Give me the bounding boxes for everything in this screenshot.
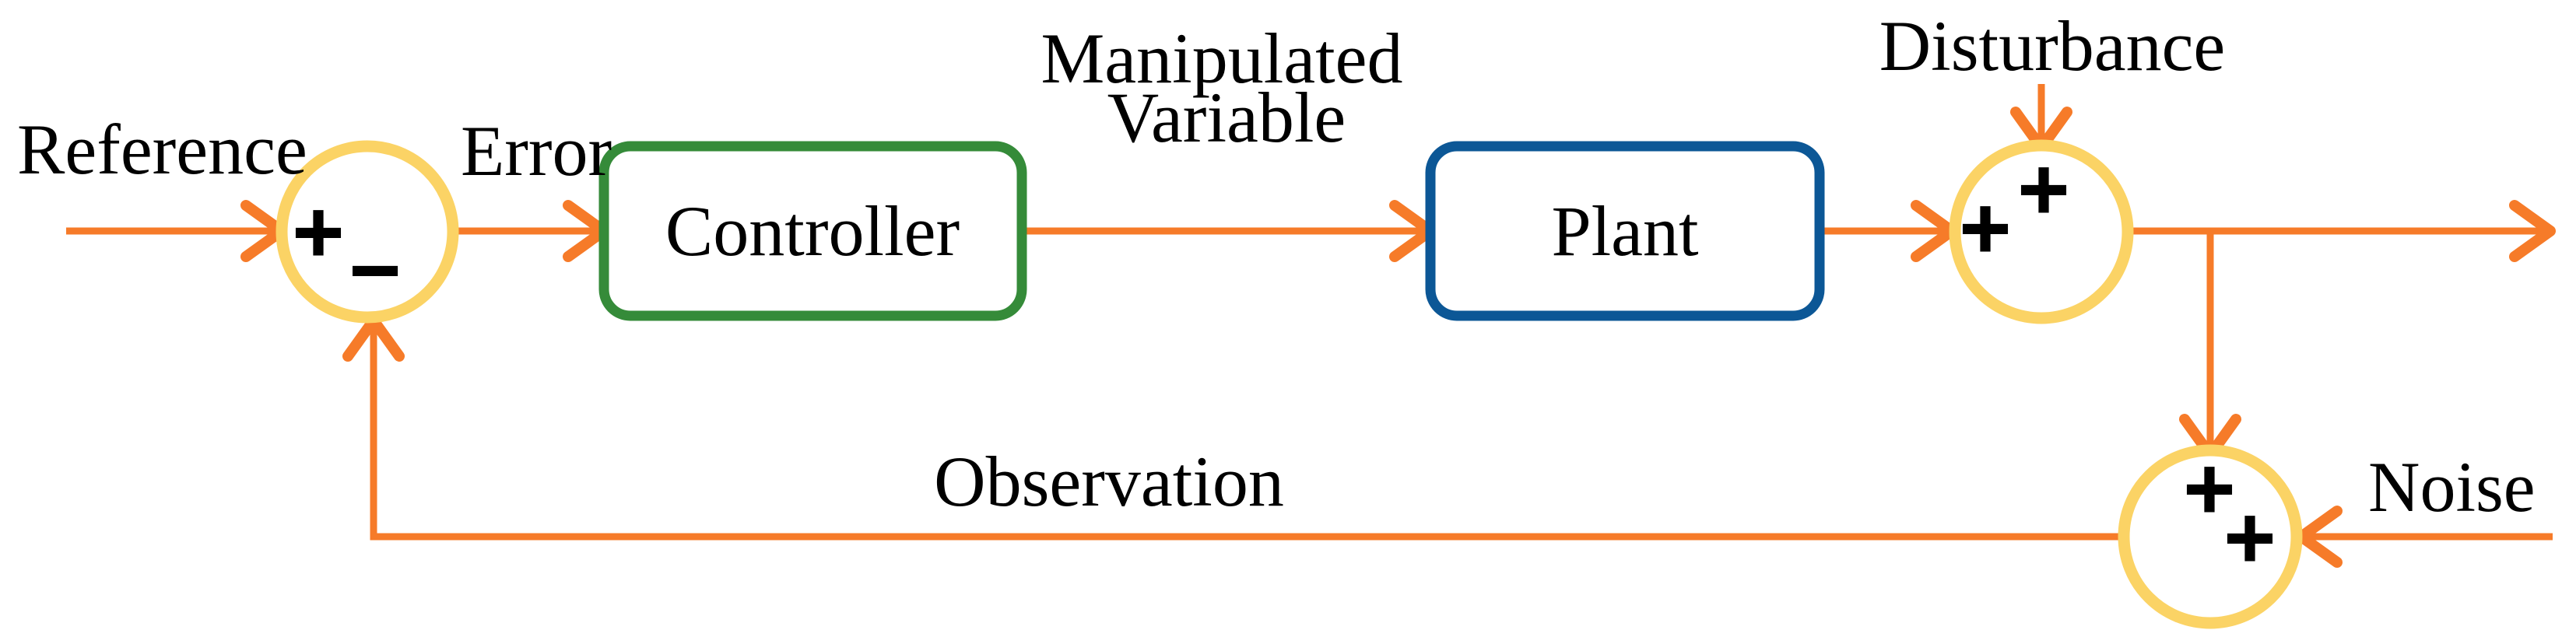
controller-block <box>598 141 1027 321</box>
error-label: Error <box>461 111 612 191</box>
plant-label: Plant <box>1551 191 1699 271</box>
output-arrowhead-icon <box>2509 200 2556 262</box>
disturbance-label: Disturbance <box>1879 6 2226 86</box>
plus-sign: + <box>2015 148 2072 228</box>
controller-label: Controller <box>665 191 960 271</box>
noise-summing-junction <box>2118 444 2303 629</box>
noise-label: Noise <box>2368 447 2536 527</box>
plus-sign: + <box>2181 447 2238 527</box>
plus-sign: + <box>2221 496 2279 576</box>
plant-block <box>1425 141 1825 321</box>
error-summing-junction <box>275 140 459 324</box>
manipulated-variable-label-line1: Manipulated <box>1041 19 1403 98</box>
feedback-line <box>370 324 2118 541</box>
plus-sign: + <box>1957 187 2014 267</box>
minus-sign: − <box>346 229 404 309</box>
manipulated-variable-label-line2: Variable <box>1107 78 1346 157</box>
reference-label: Reference <box>17 110 307 189</box>
plus-sign: + <box>290 191 347 271</box>
observation-label: Observation <box>934 442 1284 521</box>
disturbance-summing-junction <box>1949 139 2134 324</box>
